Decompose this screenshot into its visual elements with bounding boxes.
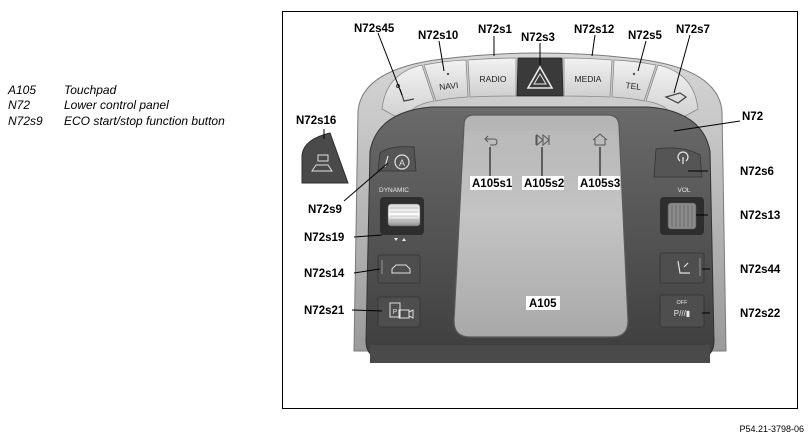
legend-desc: Lower control panel [64, 98, 169, 113]
callout-n72s10: N72s10 [418, 30, 458, 42]
detail-eco-icon [311, 154, 333, 172]
touchpad[interactable] [453, 114, 629, 338]
control-panel-diagram: NAVI RADIO MEDIA TEL A DYNAMIC [296, 23, 781, 363]
legend-desc: Touchpad [64, 82, 117, 97]
callout-n72: N72 [742, 111, 763, 123]
legend-desc: ECO start/stop function button [64, 113, 225, 128]
vehicle-key[interactable] [645, 64, 699, 122]
eco-a-icon [394, 154, 410, 170]
callout-n72s5: N72s5 [628, 30, 662, 42]
media-label: MEDIA [575, 74, 602, 84]
callout-n72s45: N72s45 [354, 23, 395, 35]
home-icon[interactable] [592, 133, 608, 146]
callout-n72s21: N72s21 [304, 305, 345, 317]
callout-n72s44: N72s44 [740, 264, 781, 276]
volume-roller[interactable] [667, 202, 697, 230]
callout-n72s13: N72s13 [740, 210, 780, 222]
back-icon[interactable] [484, 135, 498, 146]
callout-n72s14: N72s14 [304, 268, 345, 280]
legend-code: N72 [8, 98, 31, 113]
figure-reference-number: P54.21-3798-06 [739, 424, 804, 434]
media-key[interactable] [563, 57, 613, 98]
volume-ridges [671, 205, 693, 227]
skip-icon[interactable] [535, 133, 550, 147]
dynamic-select-roller[interactable] [387, 203, 421, 227]
hazard-inner-triangle-icon [533, 73, 547, 85]
panel-plinth [370, 345, 710, 363]
roller-ridges [390, 207, 418, 221]
legend-row: N72s9 ECO start/stop function button [8, 113, 225, 129]
svg-text:P: P [393, 309, 398, 316]
callout-n72s3: N72s3 [521, 32, 555, 44]
legend-row: N72 Lower control panel [8, 98, 225, 114]
power-button[interactable] [653, 147, 703, 178]
tel-key[interactable] [611, 59, 657, 102]
callout-n72s19: N72s19 [304, 232, 344, 244]
callout-n72s22: N72s22 [740, 308, 780, 320]
a105s3-label-bg [578, 176, 620, 190]
legend-row: A105 Touchpad [8, 82, 225, 98]
eco-start-stop-button[interactable] [377, 146, 417, 172]
legend-code: A105 [8, 82, 37, 97]
legend-code: N72s9 [8, 113, 43, 128]
callout-n72s16: N72s16 [296, 115, 336, 127]
touchpad-button-strip [464, 131, 618, 161]
radio-label: RADIO [480, 74, 507, 84]
vehicle-level-icon [391, 264, 411, 274]
a105s1-label-bg [470, 176, 512, 190]
leader-lines [323, 32, 741, 314]
callout-a105: A105 [529, 298, 557, 310]
vol-label: VOL [677, 187, 690, 194]
a105s2-label-bg [522, 176, 564, 190]
power-icon [677, 151, 689, 164]
tel-indicator [632, 72, 636, 76]
callout-n72s1: N72s1 [478, 24, 512, 36]
legend: A105 Touchpad N72 Lower control panel N7… [8, 82, 225, 129]
parktronic-icon: P///▮ [674, 309, 690, 318]
callout-a105s3: A105s3 [580, 178, 620, 190]
parktronic-button[interactable] [659, 294, 705, 328]
callout-n72s12: N72s12 [574, 24, 614, 36]
callout-n72s9: N72s9 [308, 204, 342, 216]
navi-label: NAVI [439, 80, 459, 92]
a105-label-bg [526, 296, 560, 310]
eco-a-letter: A [399, 158, 405, 168]
seat-function-icon [677, 260, 690, 274]
navi-key[interactable] [423, 59, 469, 102]
off-label: OFF [677, 300, 689, 306]
seat-function-button[interactable] [659, 252, 705, 284]
callout-n72s7: N72s7 [676, 24, 710, 36]
callout-a105s2: A105s2 [524, 178, 564, 190]
dynamic-label: DYNAMIC [379, 187, 409, 194]
car-icon [664, 92, 688, 104]
callout-n72s6: N72s6 [740, 166, 774, 178]
navi-indicator [446, 72, 450, 76]
vehicle-level-button[interactable] [377, 254, 421, 284]
dynamic-down-arrow-icon [394, 238, 398, 241]
parking-camera-icon: P [389, 302, 414, 319]
top-key-row [381, 57, 699, 122]
callout-a105s1: A105s1 [472, 178, 513, 190]
dynamic-up-arrow-icon [402, 238, 406, 241]
radio-key[interactable] [467, 57, 517, 98]
n72s16-key-detail [301, 132, 349, 184]
hazard-triangle-icon [526, 65, 554, 89]
tel-label: TEL [625, 80, 642, 92]
